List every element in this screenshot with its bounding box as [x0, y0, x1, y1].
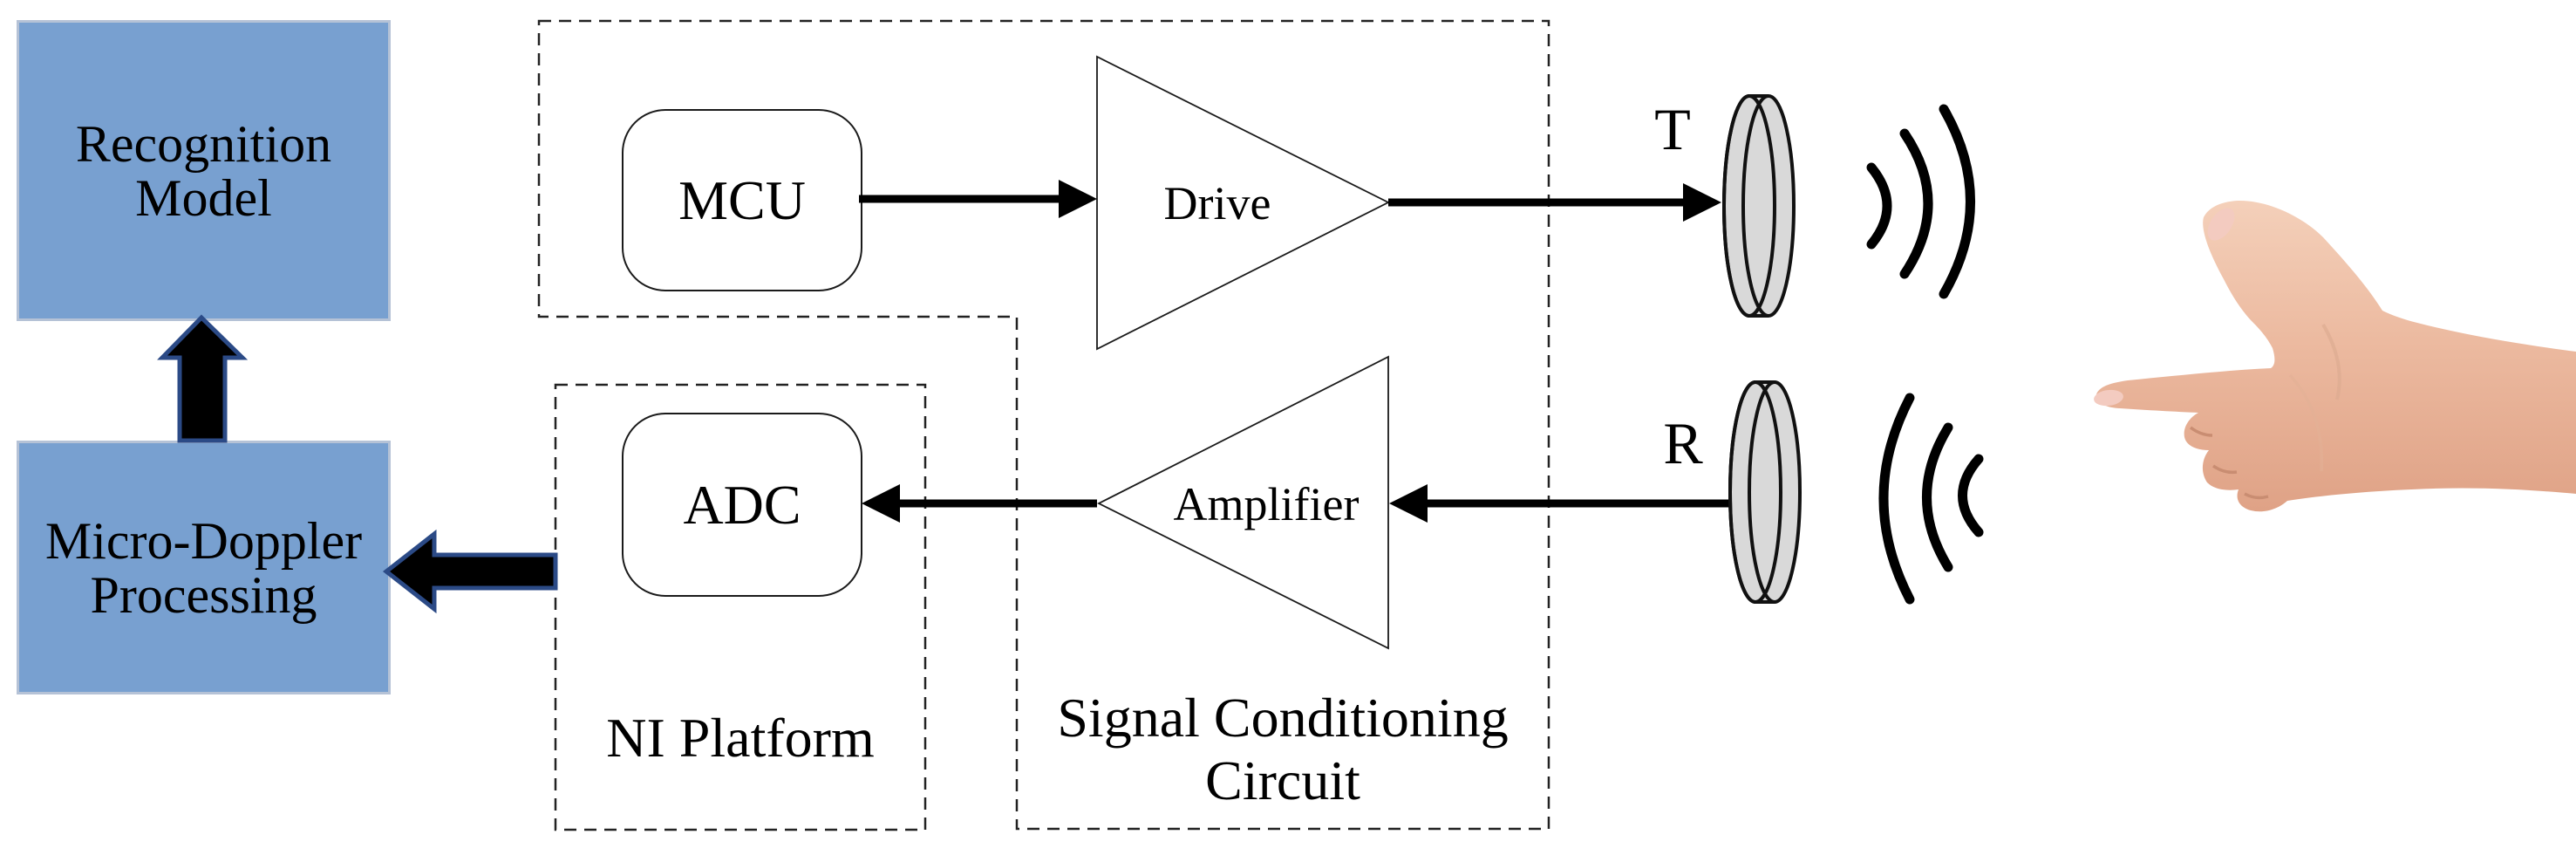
left-block-arrow: [382, 529, 558, 614]
receiver-disc: [1728, 380, 1802, 604]
micro-doppler-block: Micro-Doppler Processing: [17, 441, 391, 694]
transmitter-label: T: [1654, 96, 1691, 162]
receiver-to-amplifier-arrow: [1389, 484, 1731, 523]
amplifier-to-adc-arrow: [862, 484, 1097, 523]
drive-triangle: [1096, 55, 1391, 351]
ni-platform-label: NI Platform: [606, 707, 875, 769]
receiver-label: R: [1663, 410, 1703, 476]
transmitter-disc: [1722, 94, 1796, 318]
adc-block: ADC: [622, 413, 862, 597]
signal-conditioning-dashed-outline: [537, 19, 1550, 831]
mcu-to-drive-arrow: [859, 180, 1097, 218]
transmit-waves-icon: [1866, 104, 1975, 299]
recognition-model-label: Recognition Model: [75, 114, 332, 227]
ni-platform-dashed-outline: [554, 383, 927, 831]
drive-to-transmitter-arrow: [1388, 183, 1721, 222]
up-block-arrow: [157, 314, 249, 443]
adc-label: ADC: [683, 473, 801, 536]
mcu-label: MCU: [678, 168, 806, 231]
receive-waves-icon: [1878, 393, 1984, 605]
amplifier-label: Amplifier: [1173, 478, 1360, 530]
mcu-block: MCU: [622, 109, 862, 291]
signal-conditioning-circuit-label: Signal Conditioning Circuit: [1057, 687, 1509, 811]
drive-label: Drive: [1163, 177, 1271, 229]
micro-doppler-label: Micro-Doppler Processing: [44, 511, 363, 624]
hand-image: [2094, 200, 2576, 512]
recognition-model-block: Recognition Model: [17, 20, 391, 321]
amplifier-triangle: [1096, 355, 1389, 650]
